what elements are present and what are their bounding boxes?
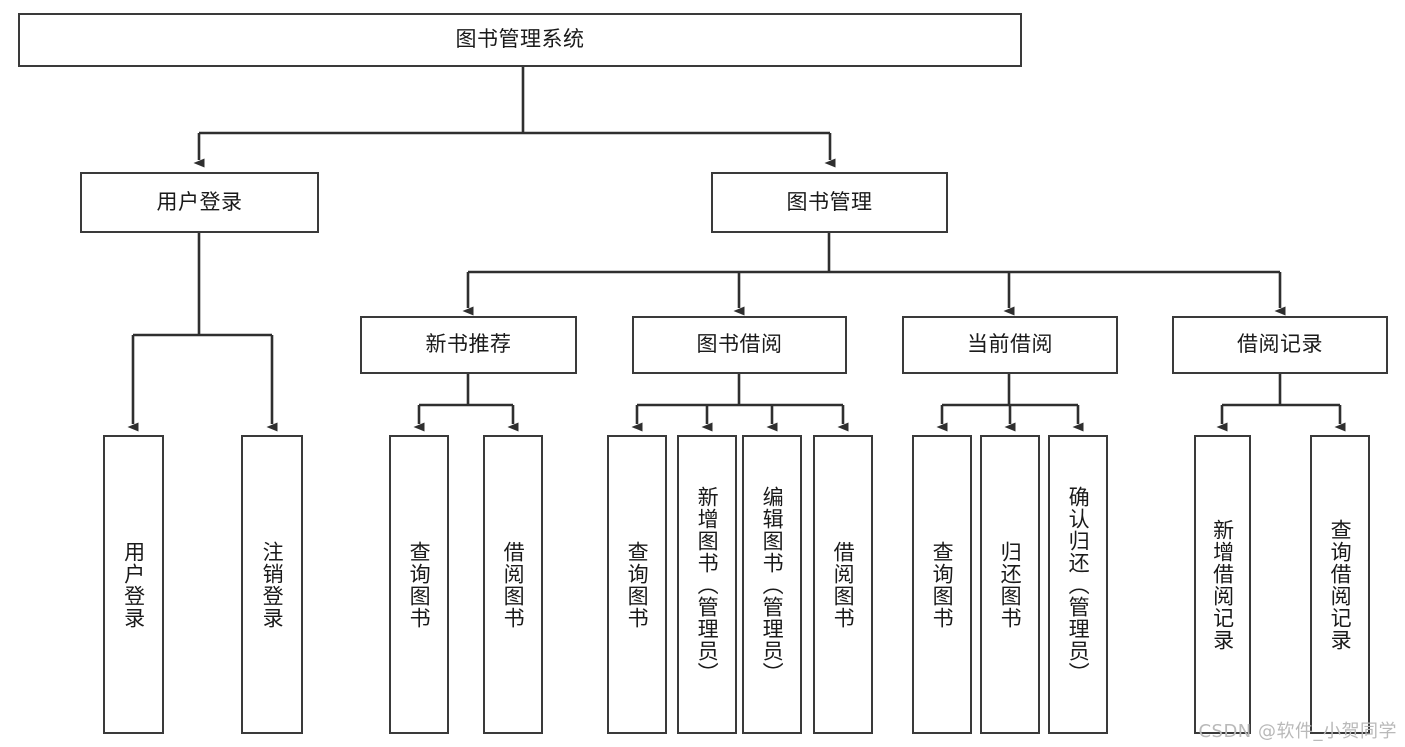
node-leaf-br-add-record[interactable]: 新增借阅记录 (1194, 435, 1251, 734)
node-leaf-nb-query-book[interactable]: 查询图书 (389, 435, 449, 734)
node-leaf-bb-edit-book[interactable]: 编辑图书（管理员） (742, 435, 802, 734)
node-leaf-nb-borrow-book[interactable]: 借阅图书 (483, 435, 543, 734)
node-leaf-bb-query-book[interactable]: 查询图书 (607, 435, 667, 734)
node-leaf-cb-query-book[interactable]: 查询图书 (912, 435, 972, 734)
node-book-manage[interactable]: 图书管理 (711, 172, 948, 233)
node-leaf-bb-borrow-book[interactable]: 借阅图书 (813, 435, 873, 734)
node-borrow-record[interactable]: 借阅记录 (1172, 316, 1388, 374)
node-leaf-logout[interactable]: 注销登录 (241, 435, 303, 734)
node-user-login[interactable]: 用户登录 (80, 172, 319, 233)
node-leaf-user-login[interactable]: 用户登录 (103, 435, 164, 734)
node-leaf-bb-add-book[interactable]: 新增图书（管理员） (677, 435, 737, 734)
node-current-borrow[interactable]: 当前借阅 (902, 316, 1118, 374)
node-leaf-cb-return-book[interactable]: 归还图书 (980, 435, 1040, 734)
node-leaf-cb-confirm-return[interactable]: 确认归还（管理员） (1048, 435, 1108, 734)
node-root[interactable]: 图书管理系统 (18, 13, 1022, 67)
watermark: CSDN @软件_小贺同学 (1198, 721, 1397, 742)
node-book-borrow[interactable]: 图书借阅 (632, 316, 847, 374)
node-leaf-br-query-record[interactable]: 查询借阅记录 (1310, 435, 1370, 734)
node-new-book-recommend[interactable]: 新书推荐 (360, 316, 577, 374)
